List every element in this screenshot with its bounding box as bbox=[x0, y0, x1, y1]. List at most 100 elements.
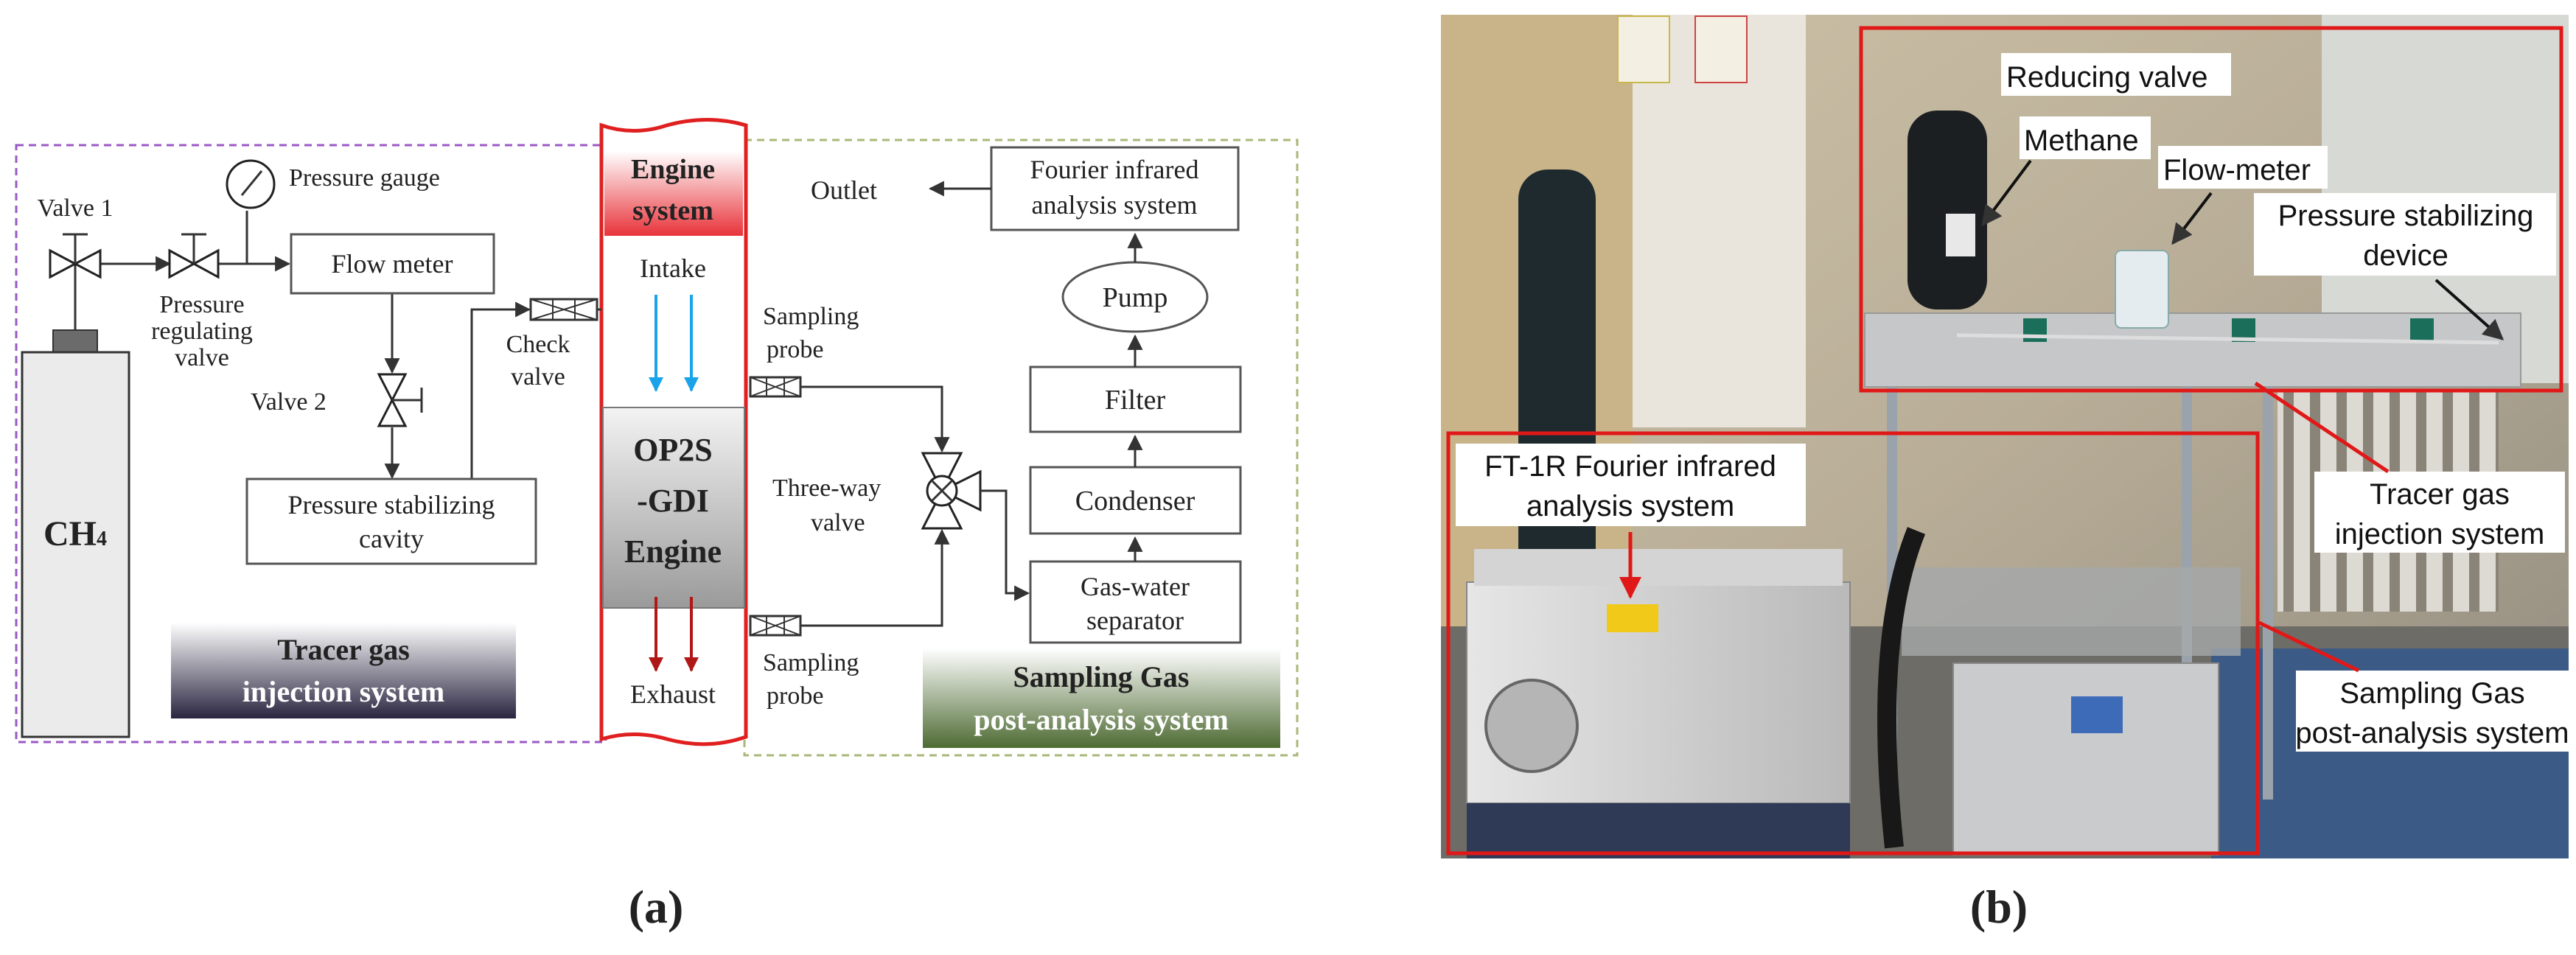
label-pressure-stabilizing-device: Pressure stabilizing device bbox=[2254, 193, 2556, 340]
exhaust-label: Exhaust bbox=[630, 679, 716, 709]
tracer-system-border bbox=[15, 144, 607, 744]
pressure-regulating-valve-label-2: regulating bbox=[151, 318, 253, 345]
ch4-cylinder bbox=[21, 351, 130, 738]
gas-water-separator-box bbox=[1029, 560, 1242, 644]
analyzer-connector bbox=[2071, 696, 2123, 733]
engine-label-3: Engine bbox=[624, 534, 722, 570]
engine-block bbox=[602, 407, 745, 609]
valve-2-icon bbox=[377, 373, 423, 427]
outlet-label: Outlet bbox=[811, 175, 877, 205]
sampling-probe-top-label-2: probe bbox=[767, 336, 823, 363]
analyzer-box bbox=[1952, 662, 2219, 856]
tracer-gas-photo-label-1: Tracer gas bbox=[2370, 478, 2510, 511]
three-way-valve-label-2: valve bbox=[811, 509, 865, 536]
panel-a: Engine system Intake OP2S -GDI Engine Ex… bbox=[15, 118, 1299, 933]
sampling-gas-label-bg bbox=[923, 648, 1280, 748]
sampling-probe-top-label-1: Sampling bbox=[763, 303, 859, 330]
sampling-probe-top-icon bbox=[749, 376, 802, 398]
valve-1-label: Valve 1 bbox=[38, 195, 114, 222]
sampling-gas-label-1: Sampling Gas bbox=[1013, 660, 1190, 693]
engine-system-header bbox=[604, 151, 743, 236]
left-gas-cylinder bbox=[1518, 169, 1596, 612]
ftir-device-top bbox=[1474, 549, 1843, 586]
tracer-gas-photo-label-2: injection system bbox=[2335, 518, 2545, 550]
label-reducing-valve: Reducing valve bbox=[2001, 53, 2231, 96]
ch4-label: CH4 bbox=[43, 514, 107, 553]
condenser-label: Condenser bbox=[1075, 486, 1195, 517]
methane-cylinder bbox=[1907, 111, 1987, 309]
caption-b: (b) bbox=[1970, 881, 2028, 933]
sampling-gas-label-2: post-analysis system bbox=[974, 703, 1229, 736]
photo-door bbox=[1633, 15, 1806, 427]
pressure-regulating-valve-icon bbox=[168, 233, 220, 279]
gas-water-separator-label-1: Gas-water bbox=[1081, 572, 1190, 601]
table-leg-right bbox=[2263, 387, 2273, 800]
glass-shelf bbox=[1902, 567, 2241, 656]
ftir-fan bbox=[1484, 679, 1579, 773]
gas-pipe-on-table bbox=[1956, 333, 2499, 345]
ftir-label-2: analysis system bbox=[1526, 490, 1734, 522]
reducing-valve-label: Reducing valve bbox=[2006, 61, 2208, 94]
pressure-gauge-label: Pressure gauge bbox=[289, 164, 440, 192]
pipe-probe-bottom-to-valve bbox=[800, 528, 950, 627]
engine-system-label-1: Engine bbox=[631, 154, 715, 185]
label-flow-meter: Flow-meter bbox=[2158, 146, 2328, 245]
ftir-label-1: FT-1R Fourier infrared bbox=[1484, 450, 1776, 483]
check-valve-label-2: valve bbox=[511, 363, 565, 391]
sampling-gas-photo-label-1: Sampling Gas bbox=[2339, 677, 2524, 710]
three-way-valve-label-1: Three-way bbox=[772, 475, 881, 502]
warning-sign-1 bbox=[1617, 15, 1670, 83]
sampling-system-border bbox=[743, 139, 1299, 757]
valve-device-3 bbox=[2410, 318, 2434, 342]
check-valve-label-1: Check bbox=[506, 331, 570, 358]
valve-1-icon bbox=[49, 233, 102, 279]
pressure-regulating-valve-label-3: valve bbox=[175, 344, 229, 371]
fourier-box bbox=[990, 146, 1240, 231]
tracer-gas-label-2: injection system bbox=[242, 675, 444, 708]
tracer-gas-label-bg bbox=[171, 623, 516, 718]
check-valve-icon bbox=[529, 298, 598, 321]
sampling-probe-bottom-icon bbox=[749, 615, 802, 637]
methane-label: Methane bbox=[2024, 125, 2139, 157]
fourier-label-2: analysis system bbox=[1032, 190, 1198, 220]
sampling-gas-photo-label-2: post-analysis system bbox=[2295, 717, 2569, 749]
pressure-gauge-icon bbox=[226, 159, 276, 209]
caption-a: (a) bbox=[629, 881, 684, 933]
filter-box bbox=[1029, 365, 1242, 433]
engine-system-label-2: system bbox=[632, 195, 713, 226]
pipe-valve-to-separator bbox=[980, 489, 1030, 601]
sampling-probe-bottom-label-2: probe bbox=[767, 682, 823, 710]
black-hose bbox=[1877, 527, 1926, 849]
ftir-highlight-box bbox=[1446, 431, 2260, 856]
pipe-cavity-to-check-valve bbox=[470, 301, 531, 483]
valve-2-label: Valve 2 bbox=[251, 388, 327, 416]
engine-label-2: -GDI bbox=[637, 483, 709, 519]
methane-cylinder-label bbox=[1946, 214, 1975, 256]
label-sampling-gas-photo: Sampling Gas post-analysis system bbox=[2258, 620, 2569, 752]
tracer-gas-label-1: Tracer gas bbox=[277, 633, 410, 666]
condenser-box bbox=[1029, 466, 1242, 535]
filter-label: Filter bbox=[1105, 385, 1166, 416]
flow-meter-label: Flow meter bbox=[332, 249, 453, 279]
fourier-label-1: Fourier infrared bbox=[1030, 155, 1199, 184]
pressure-stabilizing-cavity-box bbox=[245, 478, 537, 565]
sampling-probe-bottom-label-1: Sampling bbox=[763, 649, 859, 676]
valve-device-1 bbox=[2023, 318, 2047, 342]
three-way-valve-icon bbox=[921, 452, 982, 530]
pressure-stabilizing-device-label-2: device bbox=[2363, 239, 2448, 272]
pressure-stabilizing-device-label-1: Pressure stabilizing bbox=[2278, 200, 2534, 232]
intake-label: Intake bbox=[640, 253, 706, 283]
label-tracer-gas-photo: Tracer gas injection system bbox=[2254, 381, 2565, 553]
warning-sign-2 bbox=[1694, 15, 1748, 83]
pipe-probe-top-to-valve bbox=[800, 385, 950, 453]
tracer-gas-highlight-box bbox=[1859, 26, 2563, 393]
pump-label: Pump bbox=[1103, 282, 1168, 313]
flow-meter-photo-label: Flow-meter bbox=[2163, 154, 2311, 186]
pressure-stabilizing-cavity-label-2: cavity bbox=[359, 524, 424, 553]
gas-water-separator-label-2: separator bbox=[1086, 606, 1184, 635]
pressure-regulating-valve-label-1: Pressure bbox=[159, 291, 244, 318]
label-ftir: FT-1R Fourier infrared analysis system bbox=[1456, 444, 1806, 599]
flow-meter-box bbox=[290, 233, 495, 295]
ftir-warning-label bbox=[1607, 604, 1658, 632]
